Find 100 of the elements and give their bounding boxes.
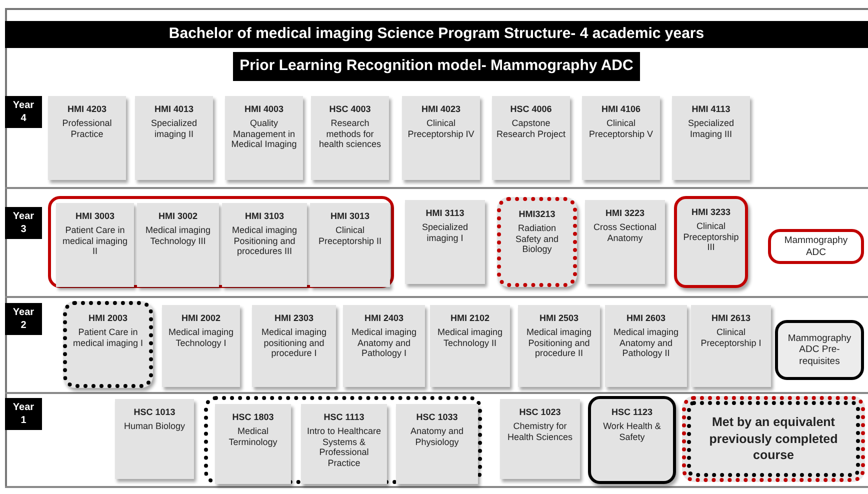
course-title: Specialized imaging I	[420, 222, 470, 244]
year-badge	[5, 398, 42, 430]
course-box	[585, 200, 665, 284]
course-title: Research methods for health sciences	[318, 118, 382, 150]
course-code: HSC 1123	[611, 407, 653, 418]
course-code: HMI 3013	[330, 211, 370, 222]
course-title: Work Health & Safety	[602, 420, 662, 442]
subtitle-text: Prior Learning Recognition model- Mammography ADC	[240, 56, 634, 76]
course-box	[605, 305, 687, 387]
course-code: HMI 4013	[154, 104, 194, 115]
course-title: Patient Care in medical imaging I	[72, 326, 144, 348]
course-code: HMI 4003	[244, 104, 284, 115]
course-code: HMI 2613	[711, 313, 751, 324]
year-label: Year 3	[12, 210, 36, 236]
course-code: HSC 1803	[232, 412, 274, 423]
course-title: Clinical Preceptorship II	[317, 224, 383, 246]
course-code: HMI 2403	[364, 313, 404, 324]
course-code: HMI 4203	[67, 104, 107, 115]
course-title: Medical imaging Anatomy and Pathology I	[350, 326, 418, 360]
course-title: Chemistry for Health Sciences	[506, 420, 574, 442]
course-title: Medical imaging positioning and procedure I	[260, 326, 328, 360]
course-box	[492, 96, 570, 180]
course-title: Medical imaging Technology II	[436, 326, 504, 348]
course-title: Clinical Preceptorship III	[682, 220, 740, 254]
course-title: Specialized Imaging III	[686, 118, 736, 140]
course-box	[343, 305, 425, 387]
course-box	[301, 404, 387, 484]
course-box	[48, 96, 126, 180]
course-box	[222, 203, 307, 287]
course-code: HMI 2603	[626, 313, 666, 324]
course-title: Cross Sectional Anatomy	[592, 222, 658, 244]
group-outline	[48, 196, 394, 288]
course-box	[252, 305, 336, 387]
course-code: HMI 2003	[88, 313, 128, 324]
course-box	[500, 399, 580, 479]
course-code: HMI3213	[518, 209, 556, 220]
course-title: Clinical Preceptorship IV	[406, 118, 476, 140]
course-title: Medical Terminology	[228, 426, 278, 448]
course-title: Medical imaging Technology I	[167, 326, 235, 348]
course-box	[311, 96, 389, 180]
course-code: HMI 2503	[539, 313, 579, 324]
course-title: Professional Practice	[61, 118, 113, 140]
course-code: HSC 1033	[416, 412, 458, 423]
year-label: Year 4	[12, 98, 36, 126]
key-text: Mammography ADC Pre-requisites	[786, 332, 852, 368]
course-box	[162, 305, 240, 387]
course-title: Anatomy and Physiology	[409, 426, 465, 448]
course-code: HSC 1023	[519, 407, 561, 418]
course-code: HSC 4006	[510, 104, 552, 115]
subtitle-bar	[233, 52, 640, 81]
key-box	[775, 320, 864, 380]
course-title: Clinical Preceptorship V	[588, 118, 654, 140]
course-box	[115, 399, 194, 479]
key-box	[682, 396, 865, 482]
course-box	[215, 404, 291, 484]
course-box	[588, 396, 676, 484]
year-label: Year 1	[12, 400, 36, 428]
course-code: HMI 2102	[450, 313, 490, 324]
course-box	[135, 96, 213, 180]
course-box	[396, 404, 478, 484]
course-code: HMI 4023	[421, 104, 461, 115]
course-code: HMI 2303	[274, 313, 314, 324]
course-title: Radiation Safety and Biology	[514, 222, 560, 256]
year-badge	[5, 303, 42, 335]
course-title: Medical imaging Anatomy and Pathology II	[612, 326, 680, 360]
course-code: HMI 3103	[244, 211, 284, 222]
course-code: HMI 2002	[181, 313, 221, 324]
course-box	[56, 203, 134, 287]
course-box	[310, 203, 390, 287]
course-code: HSC 1013	[134, 407, 176, 418]
course-code: HMI 3233	[691, 207, 731, 218]
course-title: Medical imaging Positioning and procedure II	[525, 326, 593, 360]
course-title: Specialized imaging II	[150, 118, 198, 140]
course-box	[672, 96, 750, 180]
course-box	[518, 305, 600, 387]
group-outline	[204, 396, 482, 484]
year-badge	[5, 96, 42, 128]
course-title: Medical imaging Positioning and procedures III	[230, 224, 298, 258]
course-box	[497, 197, 577, 287]
year-label: Year 2	[12, 306, 36, 332]
course-box	[137, 203, 219, 287]
key-box	[768, 229, 864, 264]
course-box	[674, 196, 748, 288]
course-box	[63, 301, 153, 388]
course-box	[405, 200, 485, 284]
title-bar: Bachelor of medical imaging Science Program Structure- 4 academic years	[5, 21, 868, 48]
course-code: HMI 4106	[601, 104, 641, 115]
key-text: Met by an equivalent previously completed course	[708, 414, 839, 464]
course-box	[225, 96, 303, 180]
course-code: HMI 4113	[692, 104, 730, 115]
course-box	[582, 96, 660, 180]
year-badge	[5, 207, 42, 239]
course-title: Medical imaging Technology III	[144, 224, 212, 246]
course-title: Intro to Healthcare Systems & Professional Practice	[306, 426, 382, 469]
course-code: HSC 4003	[329, 104, 371, 115]
course-box	[691, 305, 771, 387]
course-code: HMI 3003	[75, 211, 115, 222]
course-box	[430, 305, 510, 387]
key-text: Mammography ADC	[783, 235, 849, 258]
course-title: Capstone Research Project	[496, 118, 566, 140]
